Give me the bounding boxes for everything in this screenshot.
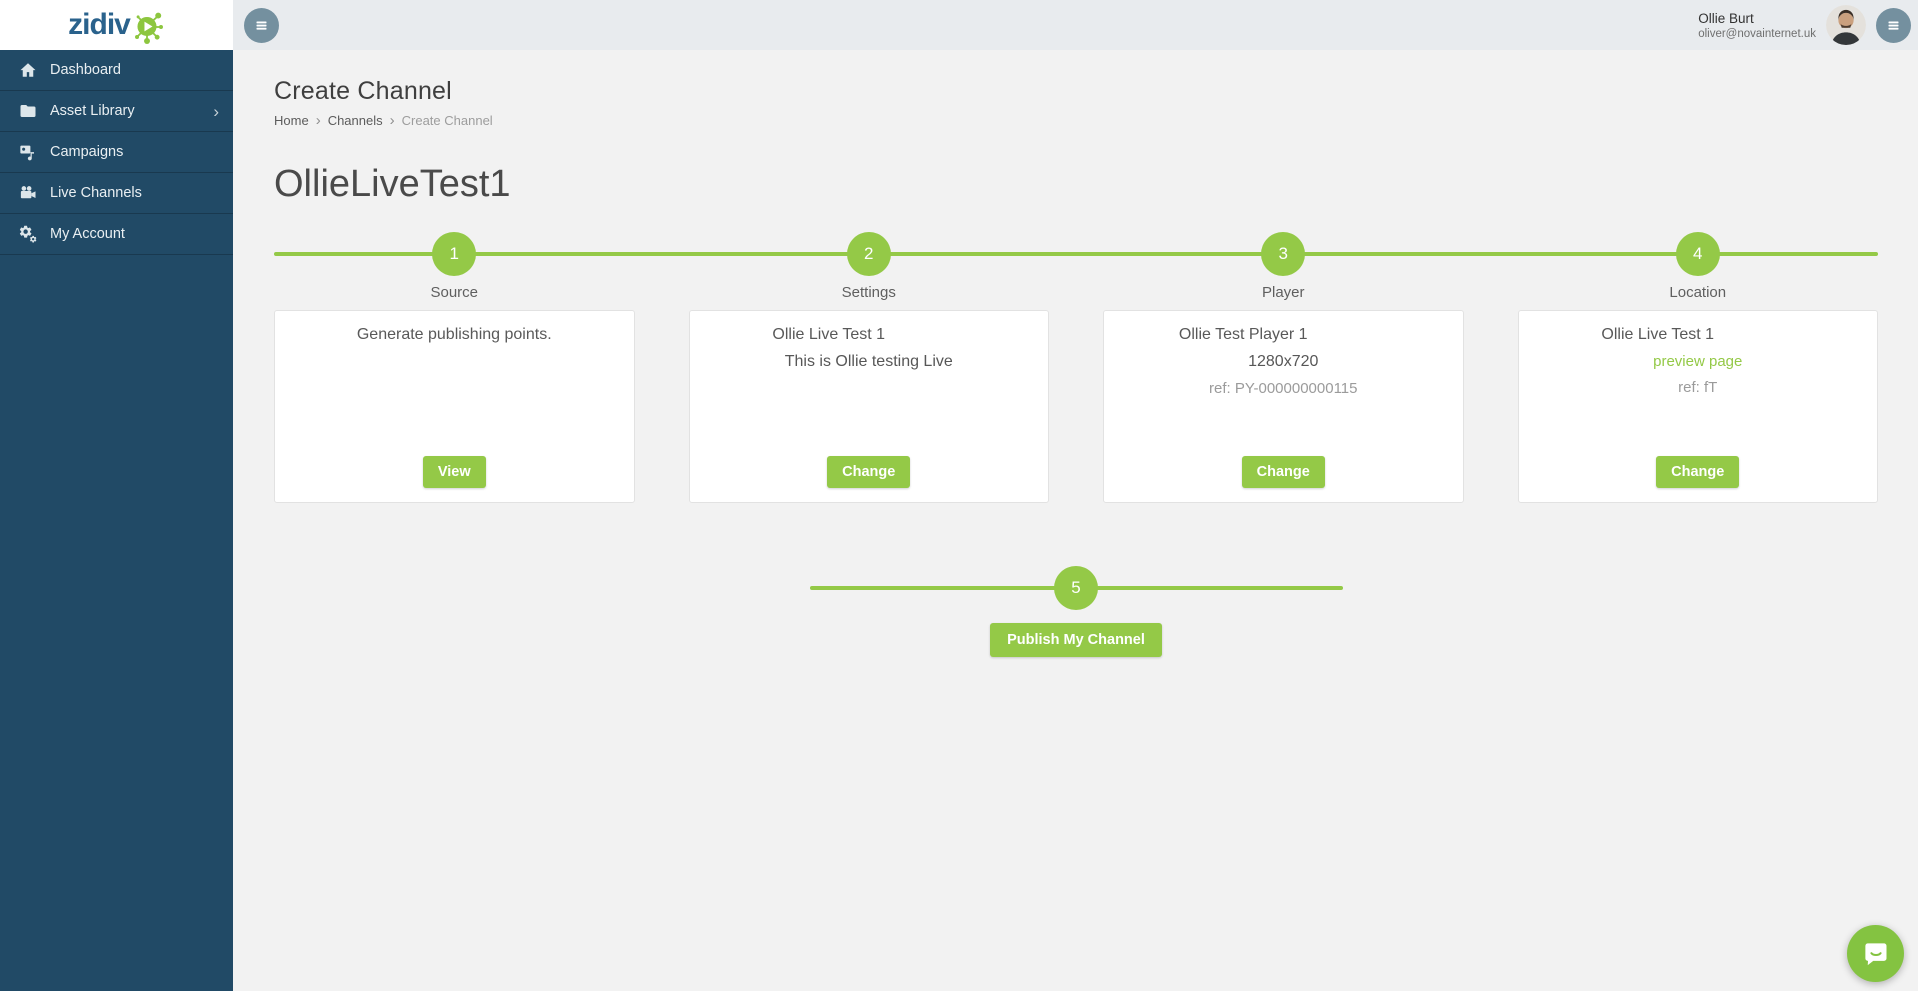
chevron-right-icon: › (389, 112, 395, 129)
sidebar-item-asset-library[interactable]: Asset Library › (0, 91, 233, 132)
step-label-location: Location (1669, 283, 1727, 301)
step-circle-3: 3 (1261, 231, 1306, 276)
step-circle-4: 4 (1675, 231, 1720, 276)
home-icon (19, 61, 37, 79)
sidebar: zidiv Dashboard Asset Library › Ca (0, 0, 233, 991)
change-button[interactable]: Change (827, 455, 911, 488)
breadcrumb: Home › Channels › Create Channel (274, 113, 1878, 128)
user-menu-button[interactable] (1876, 7, 1911, 43)
user-text: Ollie Burt oliver@novainternet.uk (1698, 11, 1816, 40)
page-title: Create Channel (274, 77, 452, 105)
card-line: Generate publishing points. (356, 325, 552, 343)
chevron-right-icon: › (315, 112, 321, 129)
step-column: 3 Player Ollie Test Player 1 1280x720 ref:… (1103, 231, 1464, 503)
sidebar-item-my-account[interactable]: My Account (0, 214, 233, 255)
menu-icon (1888, 20, 1899, 30)
step-label-settings: Settings (841, 283, 896, 301)
steps-row: 1 Source Generate publishing points. Vie… (274, 231, 1878, 503)
avatar[interactable] (1826, 5, 1866, 45)
steps-grid: 1 Source Generate publishing points. Vie… (274, 231, 1878, 503)
step-number: 2 (864, 243, 874, 263)
step-number: 3 (1278, 243, 1288, 263)
user-block: Ollie Burt oliver@novainternet.uk (1698, 5, 1911, 45)
step-card: Ollie Live Test 1 preview page ref: fT Cha… (1517, 309, 1878, 503)
card-line: Ollie Live Test 1 (1601, 325, 1715, 343)
user-name: Ollie Burt (1698, 10, 1754, 26)
topbar: Ollie Burt oliver@novainternet.uk (233, 0, 1918, 50)
card-line: ref: fT (1678, 378, 1718, 396)
gears-icon (19, 225, 37, 243)
step-card: Generate publishing points. View (274, 309, 635, 503)
sidebar-nav: Dashboard Asset Library › Campaigns Live… (0, 50, 233, 255)
chevron-right-icon: › (213, 101, 219, 121)
step-number: 1 (449, 243, 459, 263)
step-column: 1 Source Generate publishing points. Vie… (274, 231, 635, 503)
steps-progress-line (274, 251, 1878, 256)
step-circle-1: 1 (432, 231, 477, 276)
card-lines: Ollie Live Test 1 This is Ollie testing L… (704, 326, 1035, 371)
card-line: This is Ollie testing Live (784, 352, 953, 370)
card-line: Ollie Live Test 1 (772, 325, 886, 343)
step-column: 2 Settings Ollie Live Test 1 This is Olli… (688, 231, 1049, 503)
folder-icon (19, 102, 37, 120)
publish-step: 5 Publish My Channel (809, 565, 1343, 657)
breadcrumb-create-channel: Create Channel (401, 113, 493, 128)
user-email: oliver@novainternet.uk (1698, 27, 1816, 40)
videocam-icon (19, 184, 37, 202)
media-icon (19, 143, 37, 161)
card-lines: Ollie Live Test 1 preview page ref: fT (1533, 326, 1864, 396)
publish-my-channel-button[interactable]: Publish My Channel (990, 622, 1162, 657)
step-card: Ollie Live Test 1 This is Ollie testing L… (688, 309, 1049, 503)
sidebar-item-live-channels[interactable]: Live Channels (0, 173, 233, 214)
chat-bubble-icon (1864, 942, 1886, 965)
zidivo-logo[interactable]: zidiv (0, 0, 233, 50)
logo-text: zidiv (68, 8, 131, 41)
card-lines: Generate publishing points. (289, 326, 620, 344)
view-button[interactable]: View (422, 455, 486, 488)
hub-play-icon (134, 12, 163, 44)
breadcrumb-channels[interactable]: Channels (327, 113, 383, 128)
sidebar-item-dashboard[interactable]: Dashboard (0, 50, 233, 91)
card-line: 1280x720 (1248, 352, 1319, 370)
main-content: Create Channel Home › Channels › Create Chan… (233, 50, 1918, 991)
card-line: Ollie Test Player 1 (1178, 325, 1308, 343)
step-number: 5 (1071, 577, 1081, 597)
card-lines: Ollie Test Player 1 1280x720 ref: PY-00000… (1118, 326, 1449, 397)
preview-page-link[interactable]: preview page (1653, 352, 1743, 370)
menu-icon (256, 20, 267, 30)
step-label-source: Source (430, 283, 479, 301)
card-line: ref: PY-000000000115 (1209, 379, 1358, 397)
step-circle-5: 5 (1054, 565, 1098, 610)
step-column: 4 Location Ollie Live Test 1 preview page… (1517, 231, 1878, 503)
sidebar-item-campaigns[interactable]: Campaigns (0, 132, 233, 173)
change-button[interactable]: Change (1241, 455, 1325, 488)
step-number: 4 (1693, 243, 1703, 263)
step-label-player: Player (1261, 283, 1305, 301)
change-button[interactable]: Change (1656, 455, 1740, 488)
chat-widget-button[interactable] (1847, 925, 1904, 982)
sidebar-toggle-button[interactable] (244, 7, 279, 43)
step-card: Ollie Test Player 1 1280x720 ref: PY-00000… (1103, 309, 1464, 503)
step-circle-2: 2 (846, 231, 891, 276)
breadcrumb-home[interactable]: Home (274, 113, 309, 128)
channel-name-heading: OllieLiveTest1 (274, 163, 511, 205)
user-photo (1826, 5, 1866, 45)
